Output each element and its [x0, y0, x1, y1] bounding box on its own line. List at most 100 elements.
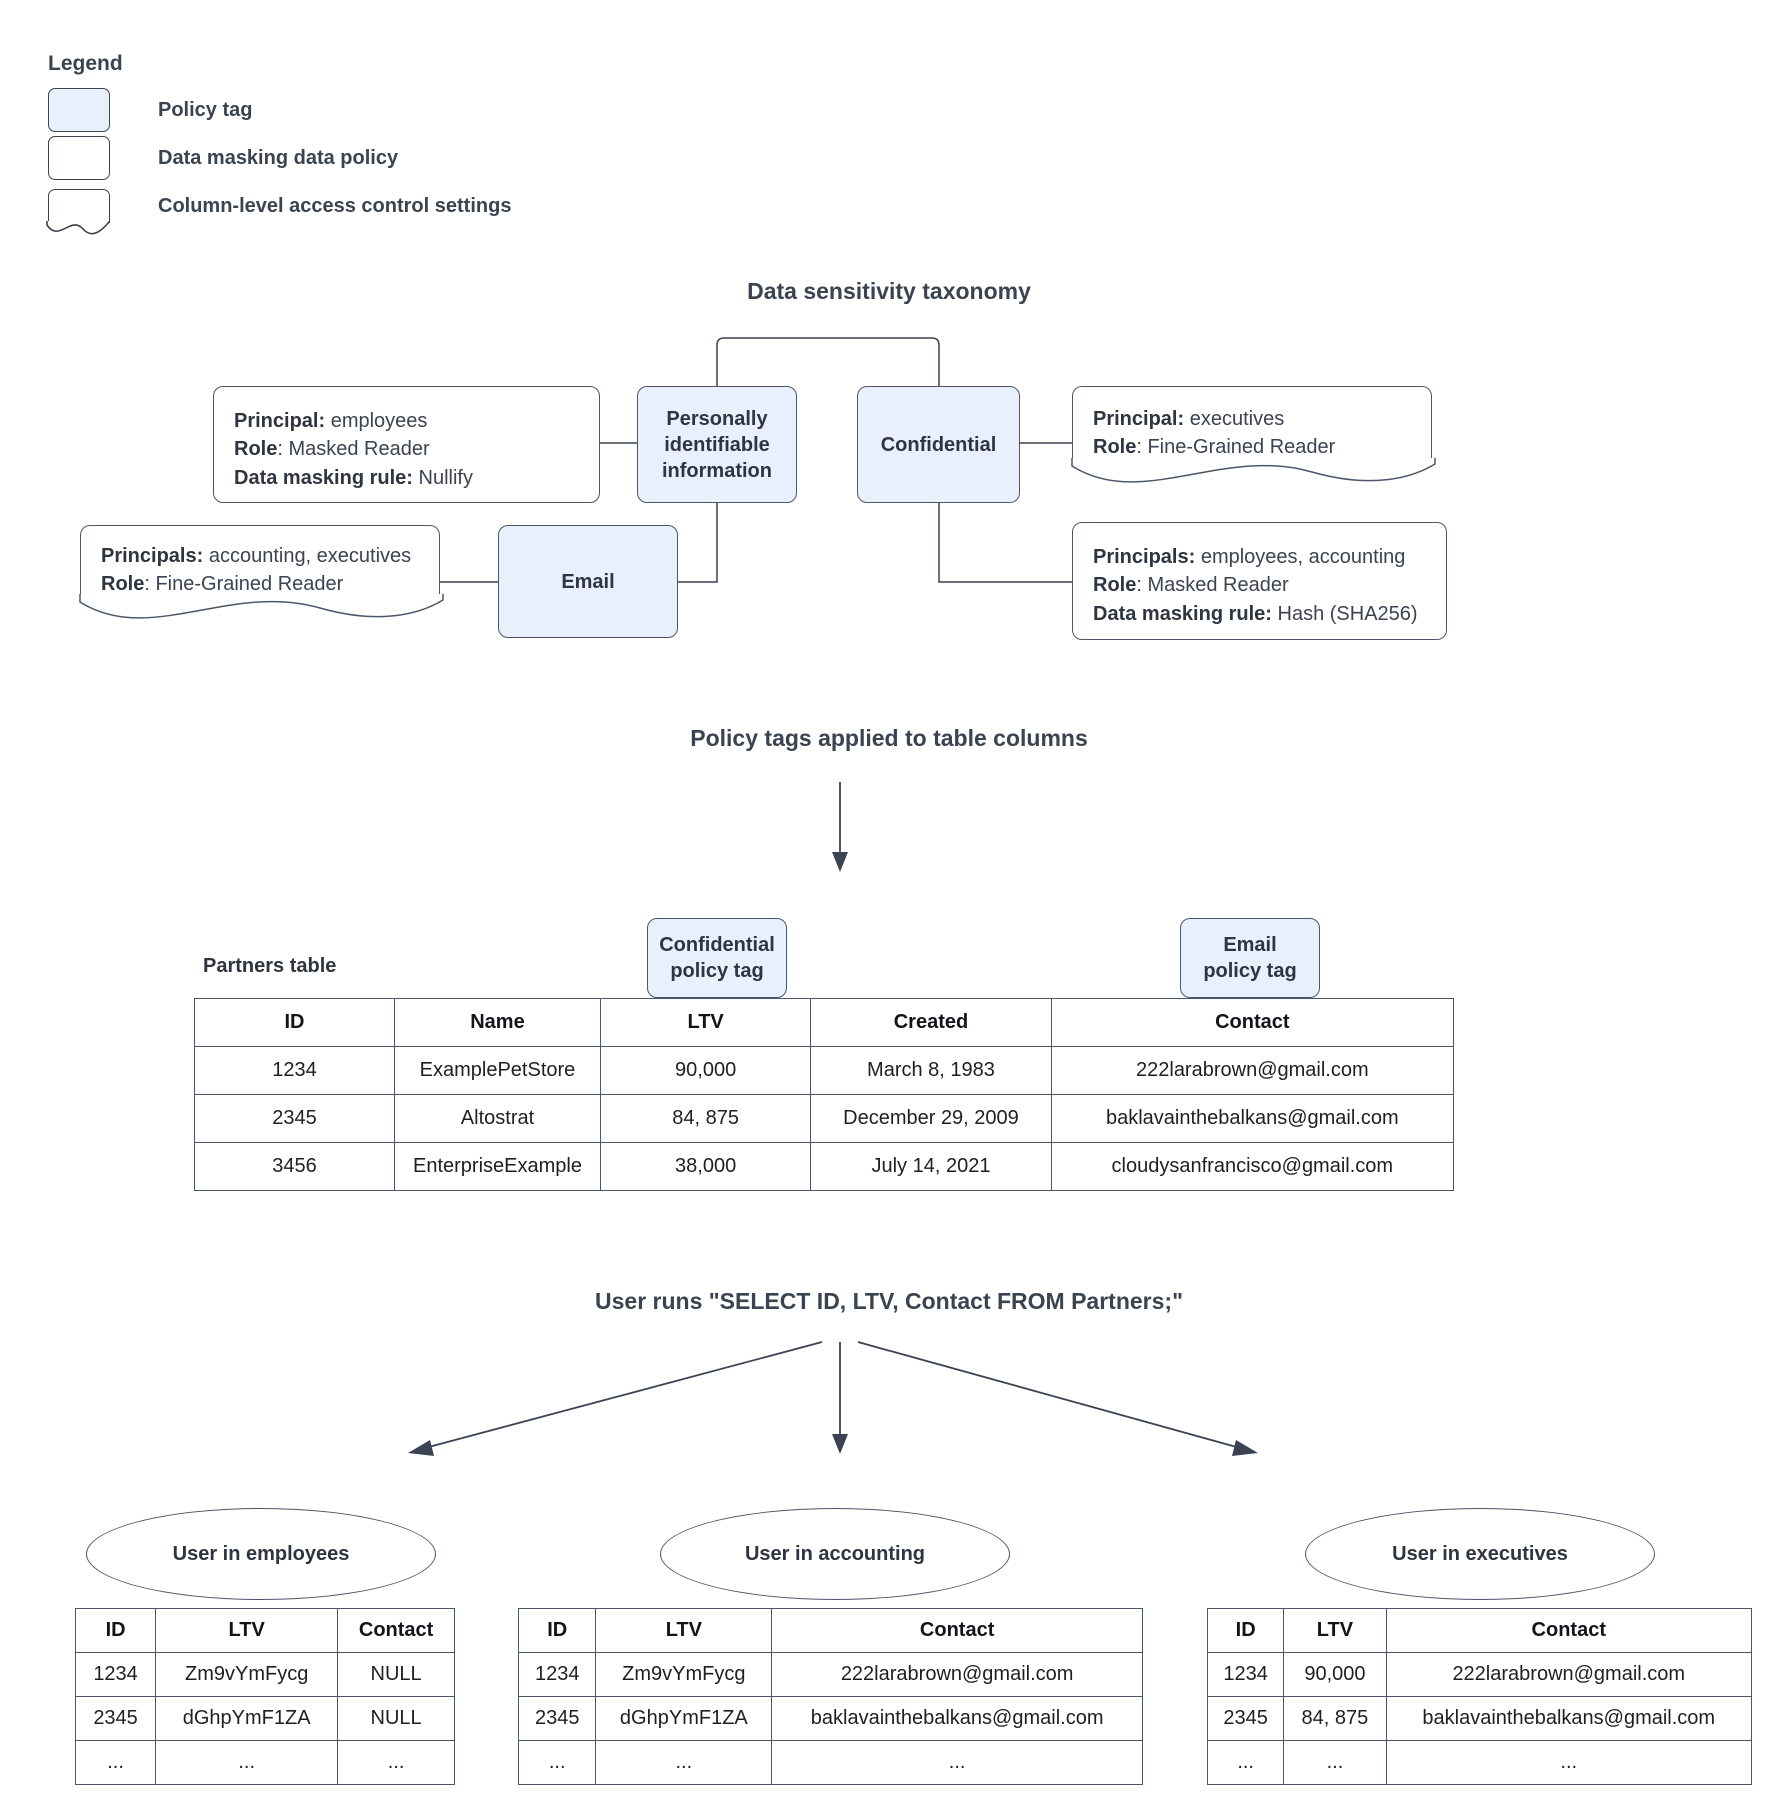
column-header-created: Created — [810, 998, 1052, 1047]
email-access-principals-label: Principals: — [101, 545, 204, 567]
table-cell: ... — [517, 1740, 597, 1785]
query-branch-arrows — [408, 1341, 1258, 1456]
legend-item-data-masking: Data masking data policy — [48, 134, 511, 182]
pii-masking-principal-label: Principal: — [234, 410, 326, 432]
pii-masking-role-label: Role — [234, 438, 278, 461]
policy-tag-email[interactable]: Email — [498, 525, 678, 638]
table-cell: baklavainthebalkans@gmail.com — [1385, 1696, 1753, 1741]
confidential-access-principal: Principal: executives — [1093, 405, 1411, 433]
legend: Legend Policy tag Data masking data poli… — [46, 52, 512, 235]
table-cell: ... — [74, 1740, 157, 1785]
table-cell: 90,000 — [599, 1046, 812, 1095]
policy-tag-confidential[interactable]: Confidential — [857, 386, 1020, 503]
query-title: User runs "SELECT ID, LTV, Contact FROM … — [595, 1288, 1183, 1314]
table-cell: ... — [595, 1740, 773, 1785]
confidential-masking-principals-value: employees, accounting — [1195, 546, 1406, 568]
policy-tag-confidential-column-line2: policy tag — [670, 960, 764, 982]
policy-tag-email-column-line1: Email — [1223, 934, 1277, 956]
confidential-masking-role-value: : Masked Reader — [1136, 574, 1289, 597]
legend-title: Legend — [48, 52, 123, 75]
confidential-access-role-label: Role — [1093, 436, 1137, 459]
table-cell: ... — [155, 1740, 339, 1785]
table-cell: 222larabrown@gmail.com — [771, 1652, 1143, 1697]
table-cell: ... — [1283, 1740, 1387, 1785]
email-access-role-value: : Fine-Grained Reader — [144, 573, 344, 596]
pii-masking-principal-value: employees — [325, 410, 428, 432]
actor-accounting-label: User in accounting — [744, 1542, 926, 1565]
table-cell: 222larabrown@gmail.com — [1385, 1652, 1753, 1697]
legend-item-label: Data masking data policy — [158, 146, 399, 169]
legend-item-label: Policy tag — [158, 98, 253, 121]
policy-tag-confidential-label: Confidential — [880, 433, 997, 456]
pii-masking-rule-label: Data masking rule: — [234, 466, 413, 489]
table-cell: 90,000 — [1283, 1652, 1387, 1697]
column-header-id: ID — [1206, 1608, 1285, 1653]
table-cell: cloudysanfrancisco@gmail.com — [1050, 1142, 1455, 1191]
table-cell: 84, 875 — [599, 1094, 812, 1143]
table-cell: 84, 875 — [1283, 1696, 1387, 1741]
policy-tag-email-column[interactable]: Email policy tag — [1180, 918, 1320, 998]
confidential-masking-rule: Data masking rule: Hash (SHA256) — [1093, 600, 1426, 628]
column-header-contact: Contact — [771, 1608, 1143, 1653]
table-cell: baklavainthebalkans@gmail.com — [1050, 1094, 1455, 1143]
legend-item-label: Column-level access control settings — [158, 194, 512, 217]
table-cell: 222larabrown@gmail.com — [1050, 1046, 1455, 1095]
policy-tag-pii-label: Personally identifiable information — [662, 407, 772, 482]
actor-executives-label: User in executives — [1392, 1542, 1568, 1565]
table-cell: 2345 — [517, 1696, 597, 1741]
email-access-role-label: Role — [101, 573, 145, 596]
confidential-masking-rule-value: Hash (SHA256) — [1271, 602, 1418, 625]
column-header-contact: Contact — [337, 1608, 455, 1653]
column-header-id: ID — [517, 1608, 597, 1653]
column-header-ltv: LTV — [155, 1608, 339, 1653]
policy-tag-email-label: Email — [561, 570, 615, 593]
confidential-access-principal-value: executives — [1184, 408, 1285, 430]
email-column-access-settings: Principals: accounting, executives Role:… — [78, 525, 444, 619]
confidential-access-role: Role: Fine-Grained Reader — [1093, 433, 1411, 461]
table-cell: 2345 — [1206, 1696, 1285, 1741]
policy-tag-pii[interactable]: Personally identifiable information — [637, 386, 797, 503]
confidential-masking-rule-label: Data masking rule: — [1093, 602, 1272, 625]
actor-accounting[interactable]: User in accounting — [660, 1508, 1010, 1600]
column-header-id: ID — [194, 998, 395, 1047]
email-access-principals-value: accounting, executives — [203, 545, 412, 567]
table-cell: ... — [1385, 1740, 1753, 1785]
pii-masking-role: Role: Masked Reader — [234, 435, 579, 463]
table-cell: Zm9vYmFycg — [155, 1652, 339, 1697]
table-cell: 1234 — [194, 1046, 395, 1095]
column-header-name: Name — [393, 998, 601, 1047]
table-cell: Zm9vYmFycg — [595, 1652, 773, 1697]
table-cell: ... — [1206, 1740, 1285, 1785]
wave-bottom-icon — [1070, 458, 1436, 483]
table-cell: NULL — [337, 1652, 455, 1697]
table-cell: dGhpYmF1ZA — [595, 1696, 773, 1741]
confidential-column-access-settings: Principal: executives Role: Fine-Grained… — [1070, 386, 1436, 483]
confidential-masking-role-label: Role — [1093, 574, 1137, 597]
table-cell: 1234 — [74, 1652, 157, 1697]
applied-arrow — [832, 782, 848, 872]
column-header-id: ID — [74, 1608, 157, 1653]
column-header-contact: Contact — [1050, 998, 1455, 1047]
actor-employees[interactable]: User in employees — [86, 1508, 436, 1600]
table-cell: December 29, 2009 — [810, 1094, 1052, 1143]
wave-bottom-icon — [78, 594, 444, 619]
table-cell: 38,000 — [599, 1142, 812, 1191]
policy-tag-swatch-icon — [48, 88, 110, 132]
applied-title: Policy tags applied to table columns — [690, 725, 1088, 751]
actor-executives[interactable]: User in executives — [1305, 1508, 1655, 1600]
policy-tag-confidential-column[interactable]: Confidential policy tag — [647, 918, 787, 998]
confidential-access-principal-label: Principal: — [1093, 408, 1185, 430]
table-cell: dGhpYmF1ZA — [155, 1696, 339, 1741]
table-cell: baklavainthebalkans@gmail.com — [771, 1696, 1143, 1741]
table-cell: 2345 — [74, 1696, 157, 1741]
